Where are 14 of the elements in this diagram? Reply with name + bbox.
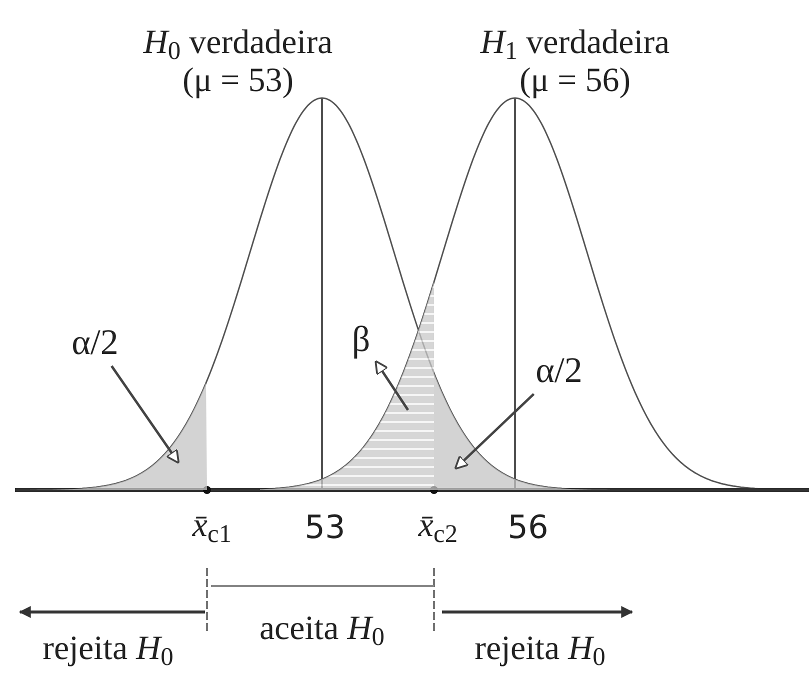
arrow xyxy=(110,365,180,464)
axis-label: 56 xyxy=(508,507,548,547)
axis-label: x̄$_{c2}$ xyxy=(418,506,458,548)
hatched-area xyxy=(260,282,434,490)
axis-label: aceita H$_{0}$ xyxy=(259,609,385,650)
axis-label: x̄$_{c1}$ xyxy=(192,506,232,548)
arrow xyxy=(374,360,410,411)
axis-label: rejeita H$_{0}$ xyxy=(474,629,606,670)
arrow xyxy=(454,393,535,470)
greek-letter-label: α/2 xyxy=(522,346,596,394)
axis-label: rejeita H$_{0}$ xyxy=(42,629,174,670)
greek-letter-label: β xyxy=(345,316,377,362)
axis-label: 53 xyxy=(304,507,346,547)
greek-letter-label: α/2 xyxy=(58,318,132,366)
